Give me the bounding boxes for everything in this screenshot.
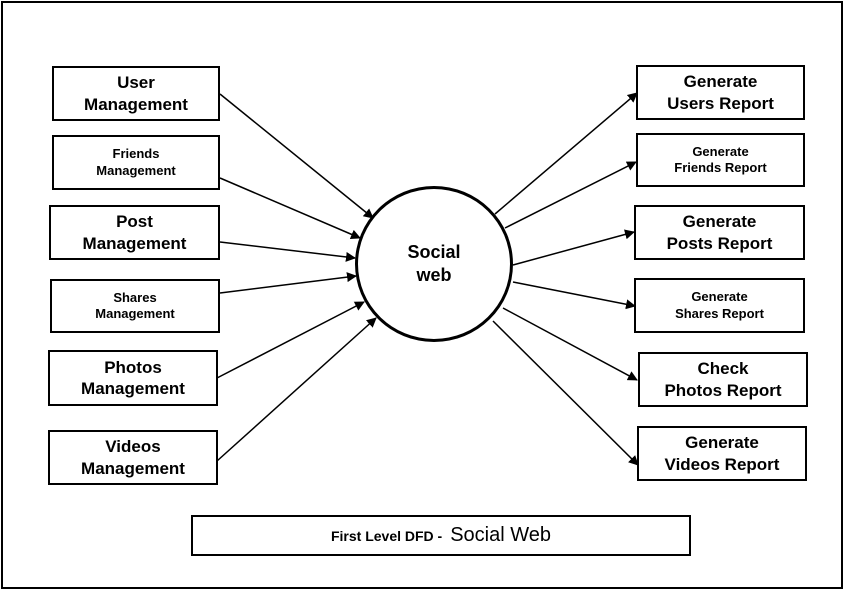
caption-prefix: First Level DFD - — [330, 527, 443, 544]
users-report-line1: Generate — [683, 72, 758, 92]
posts-report-line2: Posts Report — [666, 233, 773, 253]
shares-report-line2: Shares Report — [675, 305, 764, 321]
shares-management-line2: Management — [95, 306, 175, 321]
friends-management-line1: Friends — [112, 146, 160, 162]
caption-title: Social Web — [450, 524, 552, 546]
arrow-center-to-users-report — [494, 92, 638, 215]
photos-management-line2: Management — [81, 379, 185, 398]
posts-report-line1: Generate — [682, 212, 757, 232]
process-label-line1: Social — [407, 241, 461, 262]
arrow-shares-to-center — [219, 272, 357, 294]
arrow-user-to-center — [219, 93, 374, 219]
post-management-line2: Management — [82, 233, 187, 253]
arrow-photos-to-center — [216, 301, 365, 379]
arrow-center-to-posts-report — [512, 229, 635, 266]
post-management-line1: Post — [116, 212, 153, 232]
arrow-videos-to-center — [216, 317, 377, 462]
videos-management-line2: Management — [81, 458, 185, 478]
arrow-post-to-center — [219, 241, 356, 262]
arrow-center-to-friends-report — [504, 161, 637, 229]
shares-management-line1: Shares — [113, 289, 157, 305]
user-management-line1: User — [117, 73, 155, 93]
photos-report-line1: Check — [697, 359, 749, 379]
shares-report-line1: Generate — [691, 289, 748, 305]
friends-report-line1: Generate — [692, 143, 749, 159]
arrow-center-to-photos-report — [502, 307, 638, 381]
friends-report-line2: Friends Report — [674, 160, 767, 175]
diagram-caption: First Level DFD - Social Web — [191, 515, 691, 556]
social-web-process: Social web — [355, 186, 513, 342]
videos-management-line1: Videos — [105, 437, 161, 457]
videos-report-line2: Videos Report — [664, 454, 780, 474]
arrow-center-to-videos-report — [492, 320, 639, 466]
photos-management-line1: Photos — [104, 357, 162, 377]
photos-report-line2: Photos Report — [664, 380, 782, 400]
friends-management-line2: Management — [96, 162, 176, 178]
arrow-center-to-shares-report — [512, 281, 636, 310]
arrow-friends-to-center — [219, 177, 361, 240]
process-label-line2: web — [416, 265, 452, 285]
user-management-line2: Management — [84, 94, 188, 114]
users-report-line2: Users Report — [667, 93, 774, 113]
videos-report-line1: Generate — [685, 433, 759, 453]
